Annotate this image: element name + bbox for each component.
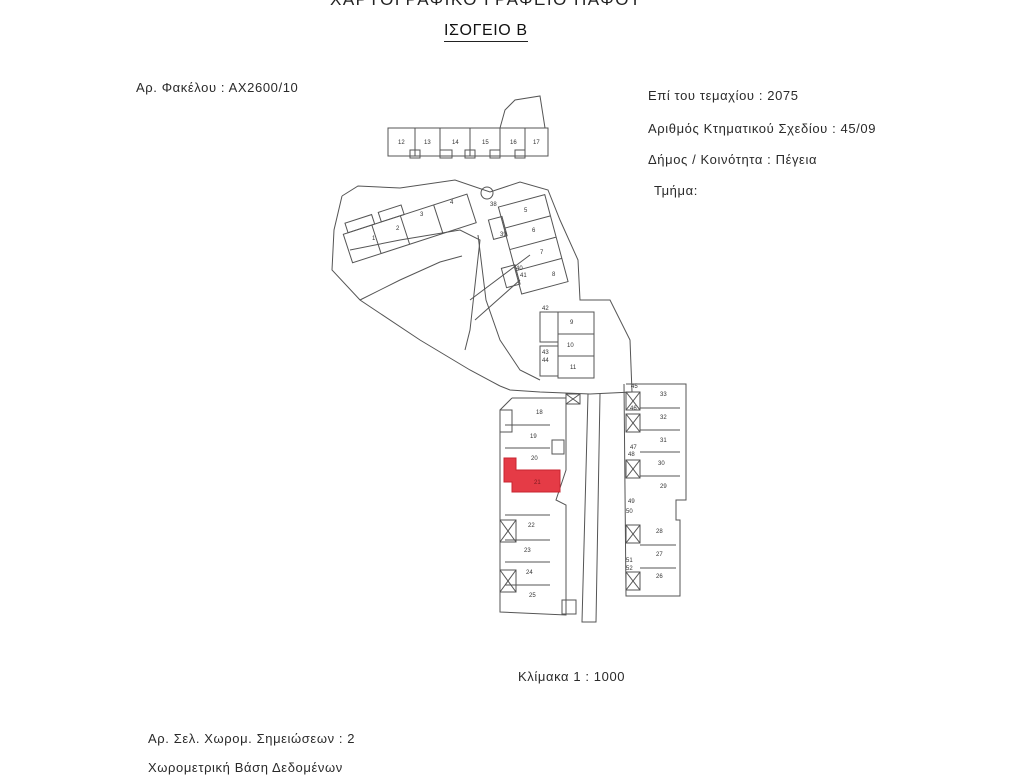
building-block-nw: [342, 193, 477, 264]
unit-label-25: 25: [529, 593, 536, 599]
unit-label-33: 33: [660, 392, 667, 398]
unit-label-51: 51: [626, 558, 633, 564]
unit-label-38: 38: [490, 202, 497, 208]
building-block-west: [499, 393, 581, 616]
unit-label-52: 52: [626, 566, 633, 572]
site-boundary: [341, 179, 633, 395]
unit-label-22: 22: [528, 523, 535, 529]
unit-label-29: 29: [660, 484, 667, 490]
unit-label-11: 11: [570, 365, 577, 371]
building-block-east: [623, 383, 687, 597]
highlighted-unit-21: [503, 457, 561, 493]
unit-label-41: 41: [520, 273, 527, 279]
parcel-number: Επί του τεμαχίου : 2075: [648, 88, 799, 103]
unit-label-31: 31: [660, 438, 667, 444]
unit-label-46: 46: [630, 406, 637, 412]
unit-label-10: 10: [567, 343, 574, 349]
unit-label-18: 18: [536, 410, 543, 416]
unit-label-7: 7: [540, 250, 544, 256]
floor-label: ΙΣΟΓΕΙΟ Β: [444, 22, 528, 42]
unit-label-13: 13: [424, 140, 431, 146]
building-block-ne: [487, 194, 569, 295]
file-number: Αρ. Φακέλου : ΑΧ2600/10: [136, 80, 299, 95]
unit-label-3: 3: [420, 212, 424, 218]
unit-label-32: 32: [660, 415, 667, 421]
unit-label-39: 39: [500, 232, 507, 238]
unit-label-49: 49: [628, 499, 635, 505]
unit-label-6: 6: [532, 228, 536, 234]
unit-label-30: 30: [658, 461, 665, 467]
unit-label-23: 23: [524, 548, 531, 554]
unit-label-1: 1: [372, 236, 376, 242]
unit-label-44: 44: [542, 358, 549, 364]
document-title: ΧΑΡΤΟΓΡΑΦΙΚΟ ΓΡΑΦΕΙΟ ΠΑΦΟΥ: [330, 0, 642, 10]
building-block-9-11: [539, 311, 595, 379]
unit-label-16: 16: [510, 140, 517, 146]
notes-pages: Αρ. Σελ. Χωρομ. Σημειώσεων : 2: [148, 731, 356, 746]
unit-label-26: 26: [656, 574, 663, 580]
unit-label-50: 50: [626, 509, 633, 515]
unit-label-24: 24: [526, 570, 533, 576]
unit-label-27: 27: [656, 552, 663, 558]
scale-label: Κλίμακα 1 : 1000: [518, 669, 626, 684]
unit-label-48: 48: [628, 452, 635, 458]
unit-label-4: 4: [450, 200, 454, 206]
unit-label-28: 28: [656, 529, 663, 535]
unit-label-8: 8: [552, 272, 556, 278]
unit-label-5: 5: [524, 208, 528, 214]
unit-label-45: 45: [631, 384, 638, 390]
unit-label-21: 21: [534, 480, 541, 486]
unit-label-15: 15: [482, 140, 489, 146]
section-label: Τμήμα:: [654, 183, 698, 198]
plan-number: Αριθμός Κτηματικού Σχεδίου : 45/09: [648, 121, 877, 136]
unit-label-17: 17: [533, 140, 540, 146]
unit-label-40: 40: [516, 266, 523, 272]
unit-label-14: 14: [452, 140, 459, 146]
unit-label-12: 12: [398, 140, 405, 146]
unit-label-20: 20: [531, 456, 538, 462]
unit-label-47: 47: [630, 445, 637, 451]
unit-label-19: 19: [530, 434, 537, 440]
building-block-top: [387, 95, 549, 159]
unit-label-9: 9: [570, 320, 574, 326]
municipality: Δήμος / Κοινότητα : Πέγεια: [648, 152, 818, 167]
unit-label-43: 43: [542, 350, 549, 356]
unit-label-42: 42: [542, 306, 549, 312]
unit-label-2: 2: [396, 226, 400, 232]
